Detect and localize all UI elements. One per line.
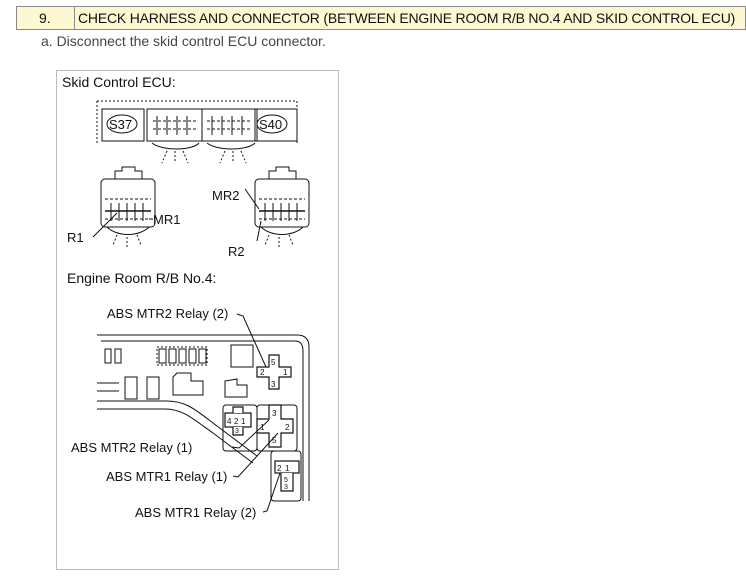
relay-mtr1-2-socket — [274, 460, 300, 492]
connector-diagram: Skid Control ECU: S37 S40 — [56, 70, 339, 570]
pin-r2-label: R2 — [228, 244, 245, 259]
relay4-pin-b: 1 — [285, 464, 290, 473]
relay1-pin-top: 5 — [271, 358, 276, 367]
connector-s40-outline — [256, 114, 288, 134]
connector-s37-detail — [92, 166, 156, 247]
relay1-pin-left: 2 — [260, 368, 265, 377]
pin-mr2-label: MR2 — [212, 188, 239, 203]
diagram-svg: Skid Control ECU: S37 S40 — [62, 74, 310, 520]
relay3-pin-a: 4 — [227, 417, 232, 426]
rb-label: Engine Room R/B No.4: — [67, 270, 216, 286]
step-header: 9. CHECK HARNESS AND CONNECTOR (BETWEEN … — [16, 6, 746, 30]
relay-mtr1-1-label: ABS MTR1 Relay (1) — [106, 469, 227, 484]
relay1-pin-right: 1 — [283, 368, 288, 377]
relay4-pin-a: 2 — [277, 464, 282, 473]
relay-block — [97, 334, 310, 502]
relay1-pin-bottom: 3 — [271, 380, 276, 389]
relay-mtr2-2-label: ABS MTR2 Relay (2) — [107, 306, 228, 321]
step-number: 9. — [16, 6, 75, 30]
relay3-pin-b: 2 — [234, 417, 239, 426]
relay2-pin-right: 2 — [285, 423, 290, 432]
step-title: CHECK HARNESS AND CONNECTOR (BETWEEN ENG… — [74, 6, 746, 30]
relay-mtr2-2-socket — [256, 354, 292, 390]
relay4-pin-c: 5 — [284, 477, 288, 484]
connector-s37-outline — [106, 114, 138, 134]
ecu-label: Skid Control ECU: — [62, 74, 176, 90]
pin-r1-label: R1 — [67, 230, 84, 245]
relay-mtr2-1-label: ABS MTR2 Relay (1) — [71, 440, 192, 455]
relay3-pin-d: 3 — [235, 428, 239, 435]
relay2-pin-left: 1 — [260, 423, 265, 432]
relay4-pin-d: 3 — [284, 484, 288, 491]
pin-mr1-label: MR1 — [153, 212, 180, 227]
relay2-pin-bottom: 5 — [272, 436, 277, 445]
connector-s40-label: S40 — [259, 117, 282, 132]
connector-s40-detail — [244, 166, 310, 247]
relay-mtr1-2-label: ABS MTR1 Relay (2) — [135, 505, 256, 520]
relay3-pin-c: 1 — [241, 417, 246, 426]
relay-mtr2-1-socket — [224, 406, 252, 436]
relay-mtr1-1-socket — [256, 404, 294, 448]
connector-s37-label: S37 — [109, 117, 132, 132]
leader-lines — [231, 313, 281, 513]
relay2-pin-top: 3 — [272, 409, 277, 418]
instruction-text: a. Disconnect the skid control ECU conne… — [41, 33, 326, 49]
